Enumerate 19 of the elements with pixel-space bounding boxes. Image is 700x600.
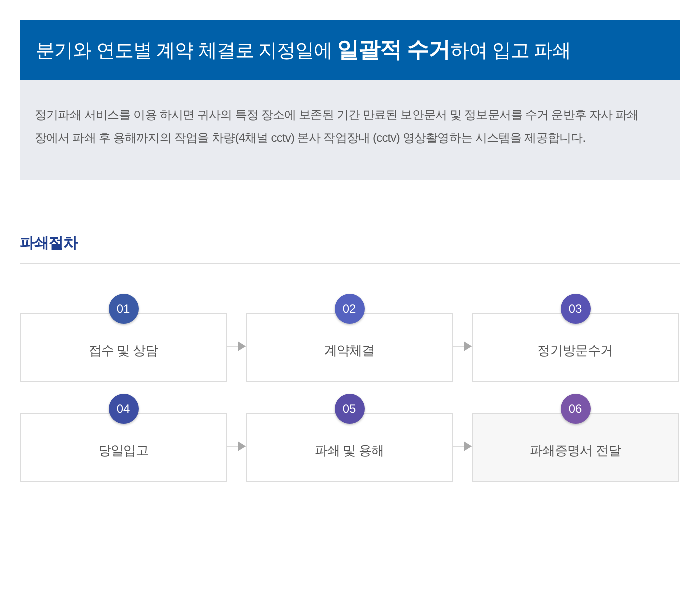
step-number-badge: 06 [560,394,590,424]
section-heading: 파쇄절차 [20,234,78,253]
description-text: 정기파쇄 서비스를 이용 하시면 귀사의 특정 장소에 보존된 기간 만료된 보안문서 및 정보문서를 수거 운반후 자사 파쇄장에서 파쇄 후 용해까지의 작업을 차량(4채널 cctv) 본사 작업장내 (cctv) 영상촬영하는 시스템을 제공합니다. [20,80,680,180]
step-label: 파쇄 및 용해 [314,442,386,460]
step-label: 접수 및 상담 [88,342,160,360]
page-title: 분기와 연도별 계약 체결로 지정일에 일괄적 수거하여 입고 파쇄 [20,20,680,80]
step-label: 당일입고 [97,442,150,460]
arrow [452,342,472,352]
step-number-badge: 03 [560,294,590,324]
arrow [226,342,246,352]
arrow [452,442,472,452]
step-label: 파쇄증명서 전달 [528,442,622,460]
step-number-badge: 04 [108,394,138,424]
arrow [226,442,246,452]
step-number-badge: 01 [108,294,138,324]
step-number-badge: 05 [334,394,364,424]
step-label: 정기방문수거 [536,342,614,360]
step-number-badge: 02 [334,294,364,324]
step-label: 계약체결 [323,342,376,360]
